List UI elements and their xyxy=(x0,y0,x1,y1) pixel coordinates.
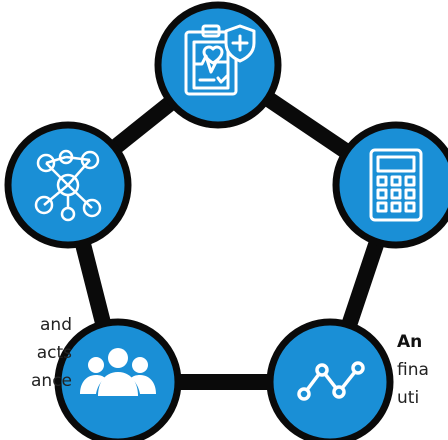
right-caption-line-1: fina xyxy=(397,360,429,380)
group-people-icon xyxy=(80,348,156,396)
line-chart-icon xyxy=(297,361,365,401)
node-analytics xyxy=(266,318,394,440)
left-caption-line-1: and xyxy=(40,315,72,335)
right-caption-line-2: uti xyxy=(397,388,420,408)
node-people xyxy=(54,318,182,440)
right-caption-heading: An xyxy=(397,332,423,352)
right-caption: An fina uti xyxy=(397,328,429,412)
left-caption: and acts ance xyxy=(0,311,72,395)
health-insurance-clipboard-icon xyxy=(184,24,256,96)
node-health xyxy=(154,1,282,129)
left-caption-line-3: ance xyxy=(31,371,72,391)
people-network-icon xyxy=(34,149,102,222)
node-calculator xyxy=(332,121,448,249)
left-caption-line-2: acts xyxy=(36,343,72,363)
calculator-icon xyxy=(369,148,423,222)
node-network xyxy=(4,121,132,249)
